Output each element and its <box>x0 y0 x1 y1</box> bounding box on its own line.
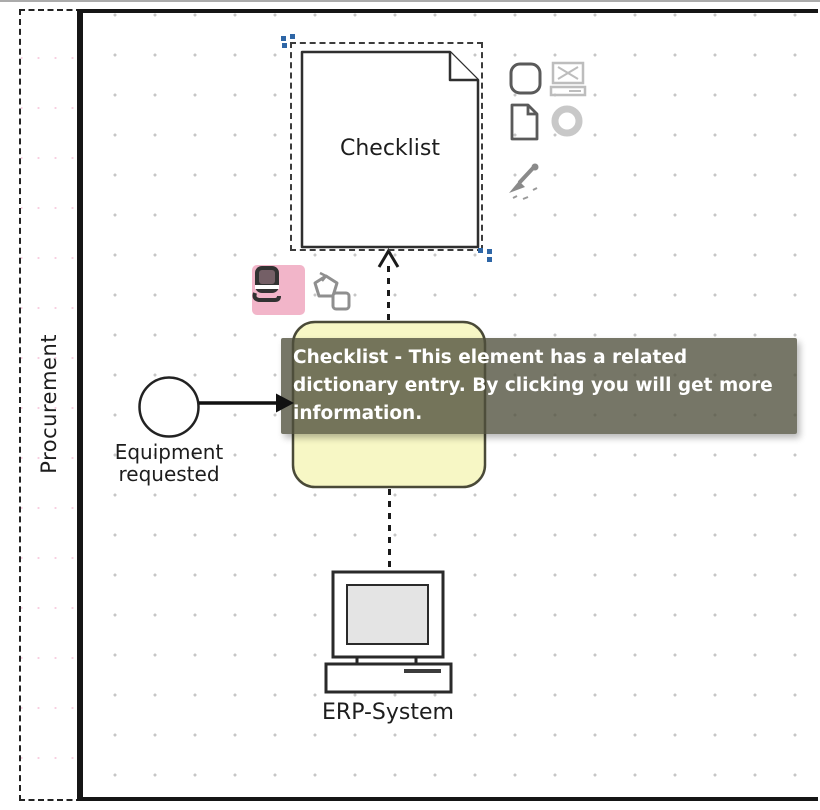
dictionary-tooltip: Checklist - This element has a related d… <box>281 338 797 434</box>
data-object-checklist[interactable] <box>300 50 480 249</box>
pool-selection-outline <box>19 9 82 801</box>
data-object-label: Checklist <box>340 136 440 161</box>
start-event-label: Equipment requested <box>114 440 224 486</box>
morph-shape-icon <box>313 271 351 311</box>
it-system-label: ERP-System <box>322 700 454 725</box>
selection-handle-bottom-right[interactable] <box>477 246 493 262</box>
start-event-circle[interactable] <box>138 376 200 438</box>
top-divider <box>0 0 820 2</box>
selection-box <box>290 42 483 251</box>
dictionary-book-icon <box>252 266 281 302</box>
pool-bottom-border <box>82 797 818 801</box>
association-task-to-checklist[interactable] <box>377 248 400 321</box>
pool-top-border <box>82 9 818 13</box>
dictionary-badge[interactable] <box>252 265 305 315</box>
morph-badge[interactable] <box>310 271 354 317</box>
lane-header-procurement[interactable]: Procurement <box>21 11 77 797</box>
it-system-shape[interactable] <box>324 570 453 694</box>
lane-divider <box>77 9 83 801</box>
selection-handle-top-left[interactable] <box>281 33 297 49</box>
